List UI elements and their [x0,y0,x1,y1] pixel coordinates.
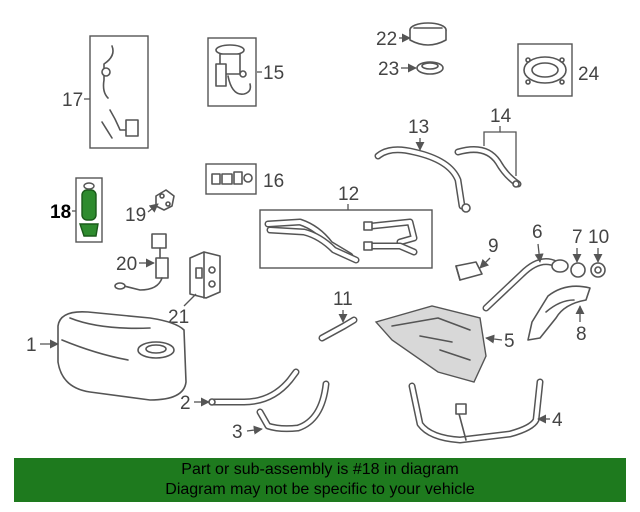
banner-line-2: Diagram may not be specific to your vehi… [165,481,475,498]
svg-text:23: 23 [378,59,399,80]
callout-9: 9 [479,236,499,269]
svg-text:17: 17 [62,90,83,111]
part-15-fuel-pump[interactable] [207,37,257,107]
part-3-tank-strap[interactable] [256,380,330,433]
svg-text:16: 16 [263,171,284,192]
callout-7: 7 [572,227,583,263]
callout-23: 23 [378,59,417,80]
svg-text:5: 5 [504,331,515,352]
part-1-fuel-tank[interactable] [57,310,187,401]
svg-text:8: 8 [576,324,587,345]
callout-19: 19 [125,203,159,226]
callout-17: 17 [62,90,90,111]
part-5-tank-protector[interactable] [374,305,487,383]
part-9-cushion[interactable] [455,261,483,281]
part-19-bracket[interactable] [155,189,175,211]
svg-text:21: 21 [168,307,189,328]
callout-2: 2 [180,393,210,414]
part-14-hoses[interactable] [454,146,522,188]
svg-text:4: 4 [552,410,563,431]
parts-diagram: 22 23 24 15 [26,22,609,444]
callout-21: 21 [168,293,197,328]
svg-text:15: 15 [263,63,284,84]
callout-24: 24 [578,64,600,85]
callout-16: 16 [263,171,284,192]
part-16-connectors[interactable] [205,163,257,195]
svg-text:3: 3 [232,422,243,443]
svg-text:13: 13 [408,117,429,138]
part-2-tank-strap[interactable] [208,368,300,406]
part-24-pump-cover[interactable] [517,43,573,97]
callout-14: 14 [483,106,517,176]
part-7-cap-ring[interactable] [570,262,586,278]
svg-text:18: 18 [50,202,71,223]
svg-text:19: 19 [125,205,146,226]
callout-1: 1 [26,335,59,356]
callout-13: 13 [408,117,429,151]
svg-text:10: 10 [588,227,609,248]
svg-text:9: 9 [488,236,499,257]
part-21-canister[interactable] [189,251,221,299]
callout-12: 12 [338,184,359,210]
svg-text:2: 2 [180,393,191,414]
callout-4: 4 [537,410,563,431]
info-banner: Part or sub-assembly is #18 in diagram D… [14,458,626,502]
svg-text:12: 12 [338,184,359,205]
part-8-splash-guard[interactable] [527,285,591,341]
callout-3: 3 [232,422,263,443]
callout-8: 8 [575,305,587,345]
part-6-filler-neck[interactable] [482,258,569,312]
svg-text:1: 1 [26,335,37,356]
svg-text:11: 11 [333,289,353,310]
part-13-breather-tube[interactable] [374,146,471,213]
part-18-fuel-filter[interactable] [75,177,103,243]
callout-15: 15 [257,63,284,84]
svg-text:6: 6 [532,222,543,243]
callout-5: 5 [485,331,515,352]
svg-text:7: 7 [572,227,583,248]
callout-18: 18 [50,202,76,223]
banner-line-1: Part or sub-assembly is #18 in diagram [181,461,459,478]
part-10-seal[interactable] [590,262,606,278]
svg-text:24: 24 [578,64,600,85]
part-23-gasket[interactable] [416,61,444,75]
callout-10: 10 [588,227,609,263]
svg-text:20: 20 [116,254,137,275]
callout-22: 22 [376,29,411,50]
callout-6: 6 [532,222,544,263]
part-12-fuel-lines[interactable] [259,209,433,269]
part-22-filler-cap[interactable] [409,22,447,46]
callout-11: 11 [333,289,353,323]
svg-text:22: 22 [376,29,397,50]
part-4-strap-frame[interactable] [408,378,544,444]
svg-text:14: 14 [490,106,512,127]
part-17-sender-unit[interactable] [89,35,149,149]
callout-20: 20 [116,254,155,275]
part-11-hose[interactable] [318,316,358,342]
part-20-level-sensor[interactable] [114,233,169,291]
